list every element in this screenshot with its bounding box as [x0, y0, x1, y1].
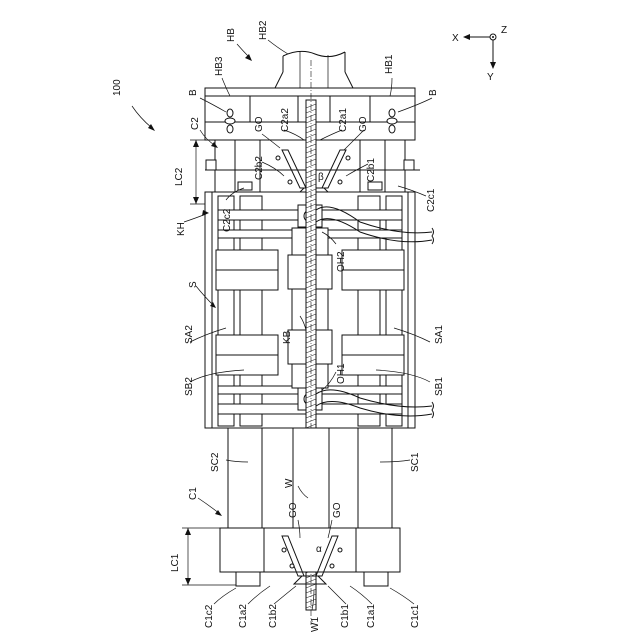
label-hb2: HB2 — [258, 20, 269, 40]
leader-100 — [132, 106, 152, 128]
label-c2a2: C2a2 — [280, 108, 291, 132]
lower-body — [228, 428, 392, 528]
label-hb: HB — [226, 28, 237, 42]
label-lc2: LC2 — [174, 167, 185, 186]
label-w: W — [284, 478, 295, 488]
label-b-left: B — [188, 89, 199, 96]
label-c1b2: C1b2 — [268, 604, 279, 628]
label-c1a2: C1a2 — [238, 604, 249, 628]
label-y: Y — [487, 72, 494, 83]
label-go-c2-right: GO — [358, 116, 369, 132]
label-kb: KB — [282, 330, 293, 344]
label-hb3: HB3 — [214, 56, 225, 76]
label-c2a1: C2a1 — [338, 108, 349, 132]
label-c1c2: C1c2 — [204, 604, 215, 628]
label-c2c2: C2c2 — [222, 208, 233, 232]
label-c1a1: C1a1 — [366, 604, 377, 628]
hb-top-rail — [205, 88, 415, 96]
label-sa1: SA1 — [434, 325, 445, 344]
label-go-c1-right: GO — [332, 502, 343, 518]
label-go-c2-left: GO — [254, 116, 265, 132]
label-c2: C2 — [190, 117, 201, 130]
label-b-right: B — [428, 89, 439, 96]
label-go-c1-left: GO — [288, 502, 299, 518]
label-sc2: SC2 — [210, 452, 221, 472]
label-alpha: α — [316, 544, 322, 555]
label-sb1: SB1 — [434, 377, 445, 396]
label-c2c1: C2c1 — [426, 188, 437, 212]
label-w1: W1 — [310, 617, 321, 632]
label-c2b1: C2b1 — [366, 158, 377, 182]
label-kh: KH — [176, 222, 187, 236]
c2-side-stud-right — [404, 160, 414, 170]
label-sc1: SC1 — [410, 452, 421, 472]
c1c2-foot — [236, 572, 260, 586]
label-c1b1: C1b1 — [340, 604, 351, 628]
label-oh1: OH1 — [336, 363, 347, 384]
c2-side-stud-left — [206, 160, 216, 170]
c1c1-foot — [364, 572, 388, 586]
axis-triad: X Y Z — [452, 25, 507, 83]
label-100: 100 — [112, 79, 123, 96]
hb2-pipe — [275, 51, 353, 88]
label-lc1: LC1 — [170, 553, 181, 572]
label-c2b2: C2b2 — [254, 156, 265, 180]
label-sb2: SB2 — [184, 377, 195, 396]
sc-body — [228, 428, 392, 528]
pipe-break-line — [283, 51, 345, 56]
label-hb1: HB1 — [384, 54, 395, 74]
label-c1c1: C1c1 — [410, 604, 421, 628]
label-oh2: OH2 — [336, 251, 347, 272]
label-z: Z — [501, 25, 507, 36]
label-c1: C1 — [188, 487, 199, 500]
c1-body — [220, 528, 400, 572]
z-axis-dot — [492, 36, 494, 38]
label-s: S — [188, 281, 199, 288]
x-arrowhead — [463, 34, 470, 40]
label-sa2: SA2 — [184, 325, 195, 344]
y-arrowhead — [490, 62, 496, 69]
label-x: X — [452, 33, 459, 44]
label-beta: β — [318, 172, 324, 183]
